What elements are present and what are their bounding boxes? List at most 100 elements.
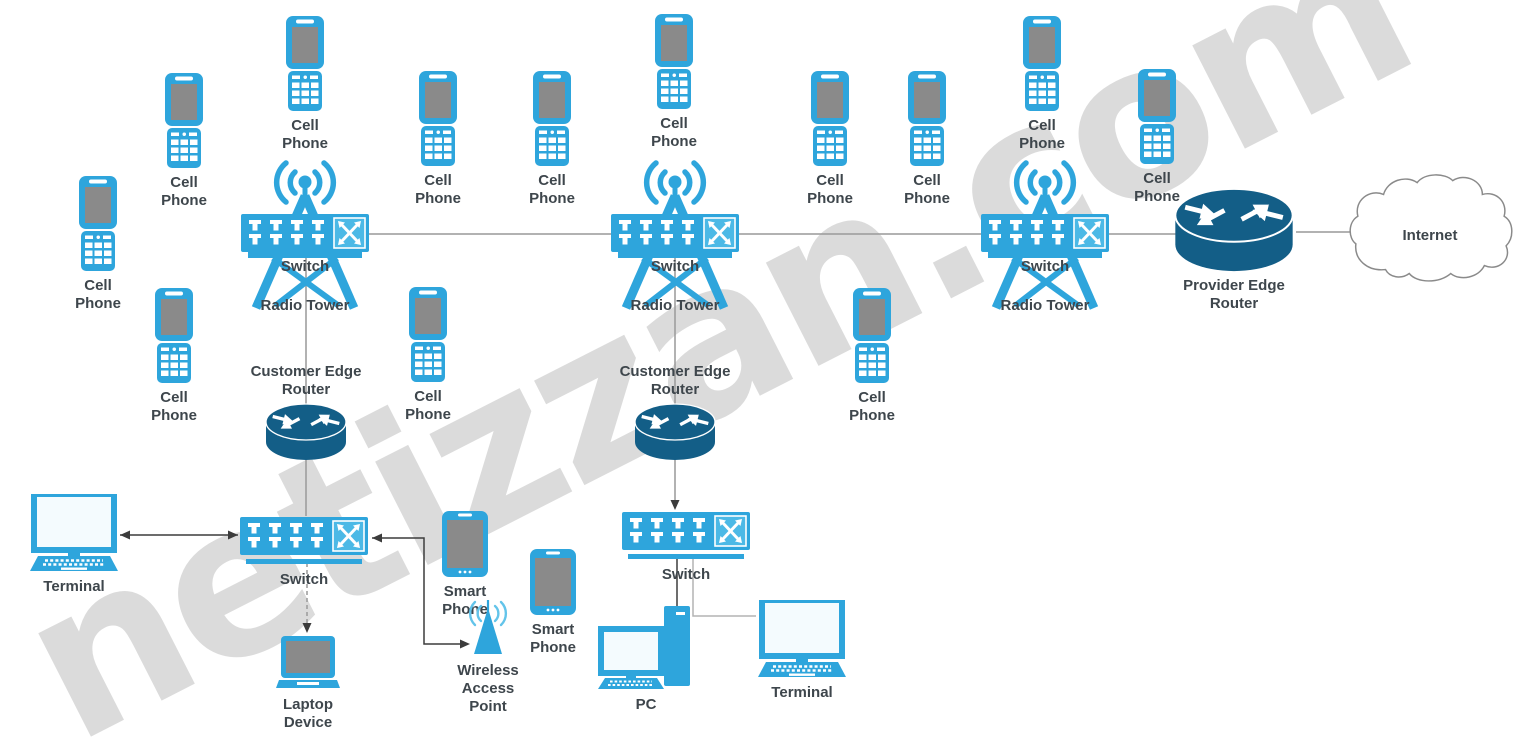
node-label: Switch	[661, 566, 711, 583]
cell-phone: Cell Phone	[651, 14, 697, 150]
connector-line	[372, 537, 466, 645]
arrowhead	[460, 639, 470, 649]
radio-tower-label: Radio Tower	[1000, 297, 1090, 314]
connector-line	[692, 554, 756, 617]
node-label: Cell Phone	[1019, 117, 1065, 152]
smart-phone: Smart Phone	[442, 511, 488, 618]
node-label: Smart Phone	[530, 621, 576, 656]
internet-label: Internet	[1402, 226, 1458, 244]
cell-phone-icon	[286, 16, 324, 111]
node-label: Provider Edge Router	[1183, 277, 1285, 312]
node-label: Cell Phone	[75, 277, 121, 312]
arrowhead	[120, 530, 130, 540]
node-label: Customer Edge Router	[619, 363, 731, 398]
smart-phone-icon	[530, 549, 576, 615]
cell-phone: Cell Phone	[415, 71, 461, 207]
node-label: Cell Phone	[282, 117, 328, 152]
cell-phone: Cell Phone	[904, 71, 950, 207]
node-label: Cell Phone	[651, 115, 697, 150]
router: Customer Edge Router	[247, 363, 365, 462]
cell-phone-icon	[79, 176, 117, 271]
cell-phone-icon	[811, 71, 849, 166]
arrowhead	[372, 533, 382, 543]
cell-phone: Cell Phone	[1019, 16, 1065, 152]
node-label: Switch	[279, 571, 329, 588]
node-label: Cell Phone	[904, 172, 950, 207]
wireless-access-point: Wireless Access Point	[453, 598, 523, 715]
router-icon	[1174, 187, 1294, 272]
radio-tower-label: Radio Tower	[630, 297, 720, 314]
switch-icon	[240, 517, 368, 564]
node-label: Cell Phone	[151, 389, 197, 424]
arrowhead	[302, 623, 312, 633]
node-label: Customer Edge Router	[250, 363, 362, 398]
node-label: Cell Phone	[1134, 170, 1180, 205]
pc: PC	[598, 606, 694, 713]
cell-phone: Cell Phone	[849, 288, 895, 424]
node-label: Cell Phone	[807, 172, 853, 207]
cell-phone: Cell Phone	[405, 287, 451, 423]
cell-phone: Cell Phone	[161, 73, 207, 209]
cell-phone: Cell Phone	[282, 16, 328, 152]
terminal: Terminal	[28, 491, 120, 595]
cell-phone: Cell Phone	[529, 71, 575, 207]
antenna-icon	[273, 160, 337, 206]
radio-tower-with-switch: Switch Radio Tower	[610, 150, 740, 320]
switch-icon	[241, 214, 369, 252]
node-label: Wireless Access Point	[457, 662, 519, 715]
node-label: Cell Phone	[529, 172, 575, 207]
switch-icon	[622, 512, 750, 559]
tower-legs-icon	[248, 194, 362, 310]
tower-legs-icon	[618, 194, 732, 310]
cell-phone-icon	[165, 73, 203, 168]
terminal-icon	[30, 491, 118, 571]
radio-tower-with-switch: Switch Radio Tower	[980, 150, 1110, 320]
switch: Switch	[622, 512, 750, 583]
tower-legs-icon	[988, 194, 1102, 310]
smart-phone-icon	[442, 511, 488, 577]
node-label: Cell Phone	[415, 172, 461, 207]
antenna-icon	[1013, 160, 1077, 206]
terminal: Terminal	[756, 597, 848, 701]
cell-phone-icon	[908, 71, 946, 166]
router-icon	[634, 403, 716, 460]
router: Provider Edge Router	[1174, 186, 1294, 313]
wireless-access-point-icon	[468, 600, 508, 654]
smart-phone: Smart Phone	[530, 549, 576, 656]
cloud-icon	[1349, 174, 1513, 282]
switch-label: Switch	[280, 258, 330, 275]
router: Customer Edge Router	[616, 363, 734, 462]
switch: Switch	[240, 517, 368, 588]
node-label: Terminal	[771, 684, 833, 701]
cell-phone-icon	[409, 287, 447, 382]
node-label: PC	[635, 696, 657, 713]
radio-tower-label: Radio Tower	[260, 297, 350, 314]
node-label: Laptop Device	[283, 696, 333, 731]
switch-label: Switch	[1020, 258, 1070, 275]
switch-label: Switch	[650, 258, 700, 275]
cell-phone: Cell Phone	[151, 288, 197, 424]
cell-phone-icon	[155, 288, 193, 383]
router-icon	[265, 403, 347, 460]
terminal-icon	[758, 597, 846, 677]
cell-phone-icon	[655, 14, 693, 109]
switch-icon	[981, 214, 1109, 252]
cell-phone: Cell Phone	[75, 176, 121, 312]
cell-phone-icon	[1023, 16, 1061, 111]
laptop: Laptop Device	[276, 636, 340, 731]
switch-icon	[611, 214, 739, 252]
cell-phone-icon	[1138, 69, 1176, 164]
arrowhead	[670, 500, 680, 510]
cell-phone: Cell Phone	[1134, 69, 1180, 205]
node-label: Terminal	[43, 578, 105, 595]
pc-icon	[598, 606, 690, 689]
arrowhead	[228, 530, 238, 540]
internet-cloud: Internet	[1346, 172, 1514, 296]
laptop-icon	[276, 636, 340, 688]
node-label: Cell Phone	[849, 389, 895, 424]
node-label: Cell Phone	[161, 174, 207, 209]
cell-phone-icon	[853, 288, 891, 383]
cell-phone: Cell Phone	[807, 71, 853, 207]
